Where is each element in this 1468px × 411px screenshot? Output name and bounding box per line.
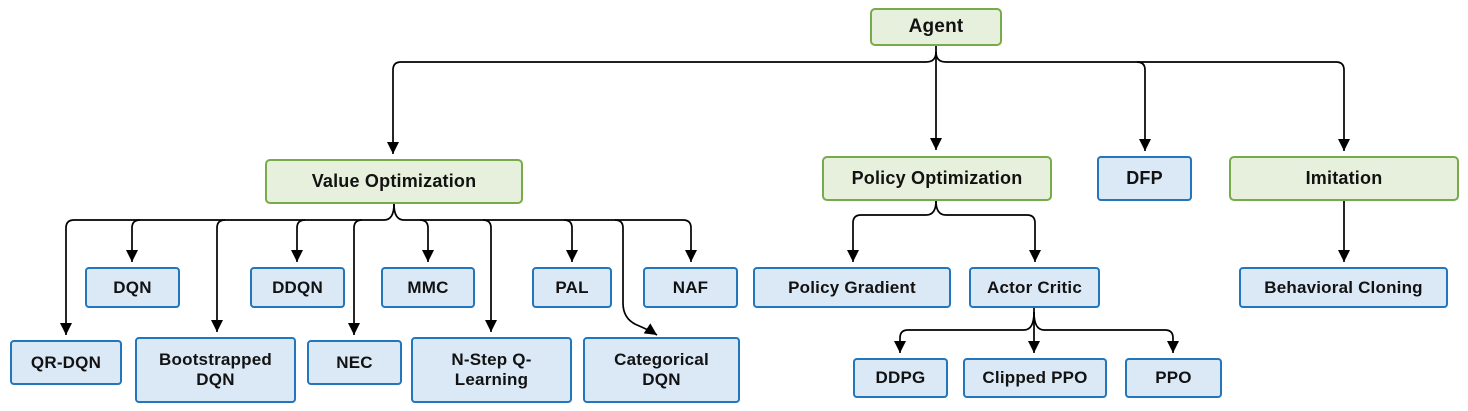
node-policy-optimization: Policy Optimization [822,156,1052,201]
node-n-step-q-learning: N-Step Q-Learning [411,337,572,403]
node-pal: PAL [532,267,612,308]
node-imitation: Imitation [1229,156,1459,201]
node-policy-gradient: Policy Gradient [753,267,951,308]
node-naf: NAF [643,267,738,308]
node-categorical-dqn: Categorical DQN [583,337,740,403]
node-dqn: DQN [85,267,180,308]
node-mmc: MMC [381,267,475,308]
node-value-optimization: Value Optimization [265,159,523,204]
node-qr-dqn: QR-DQN [10,340,122,385]
node-dfp: DFP [1097,156,1192,201]
node-agent: Agent [870,8,1002,46]
node-nec: NEC [307,340,402,385]
node-behavioral-cloning: Behavioral Cloning [1239,267,1448,308]
node-actor-critic: Actor Critic [969,267,1100,308]
node-ddpg: DDPG [853,358,948,398]
node-ppo: PPO [1125,358,1222,398]
node-bootstrapped-dqn: Bootstrapped DQN [135,337,296,403]
node-clipped-ppo: Clipped PPO [963,358,1107,398]
node-ddqn: DDQN [250,267,345,308]
